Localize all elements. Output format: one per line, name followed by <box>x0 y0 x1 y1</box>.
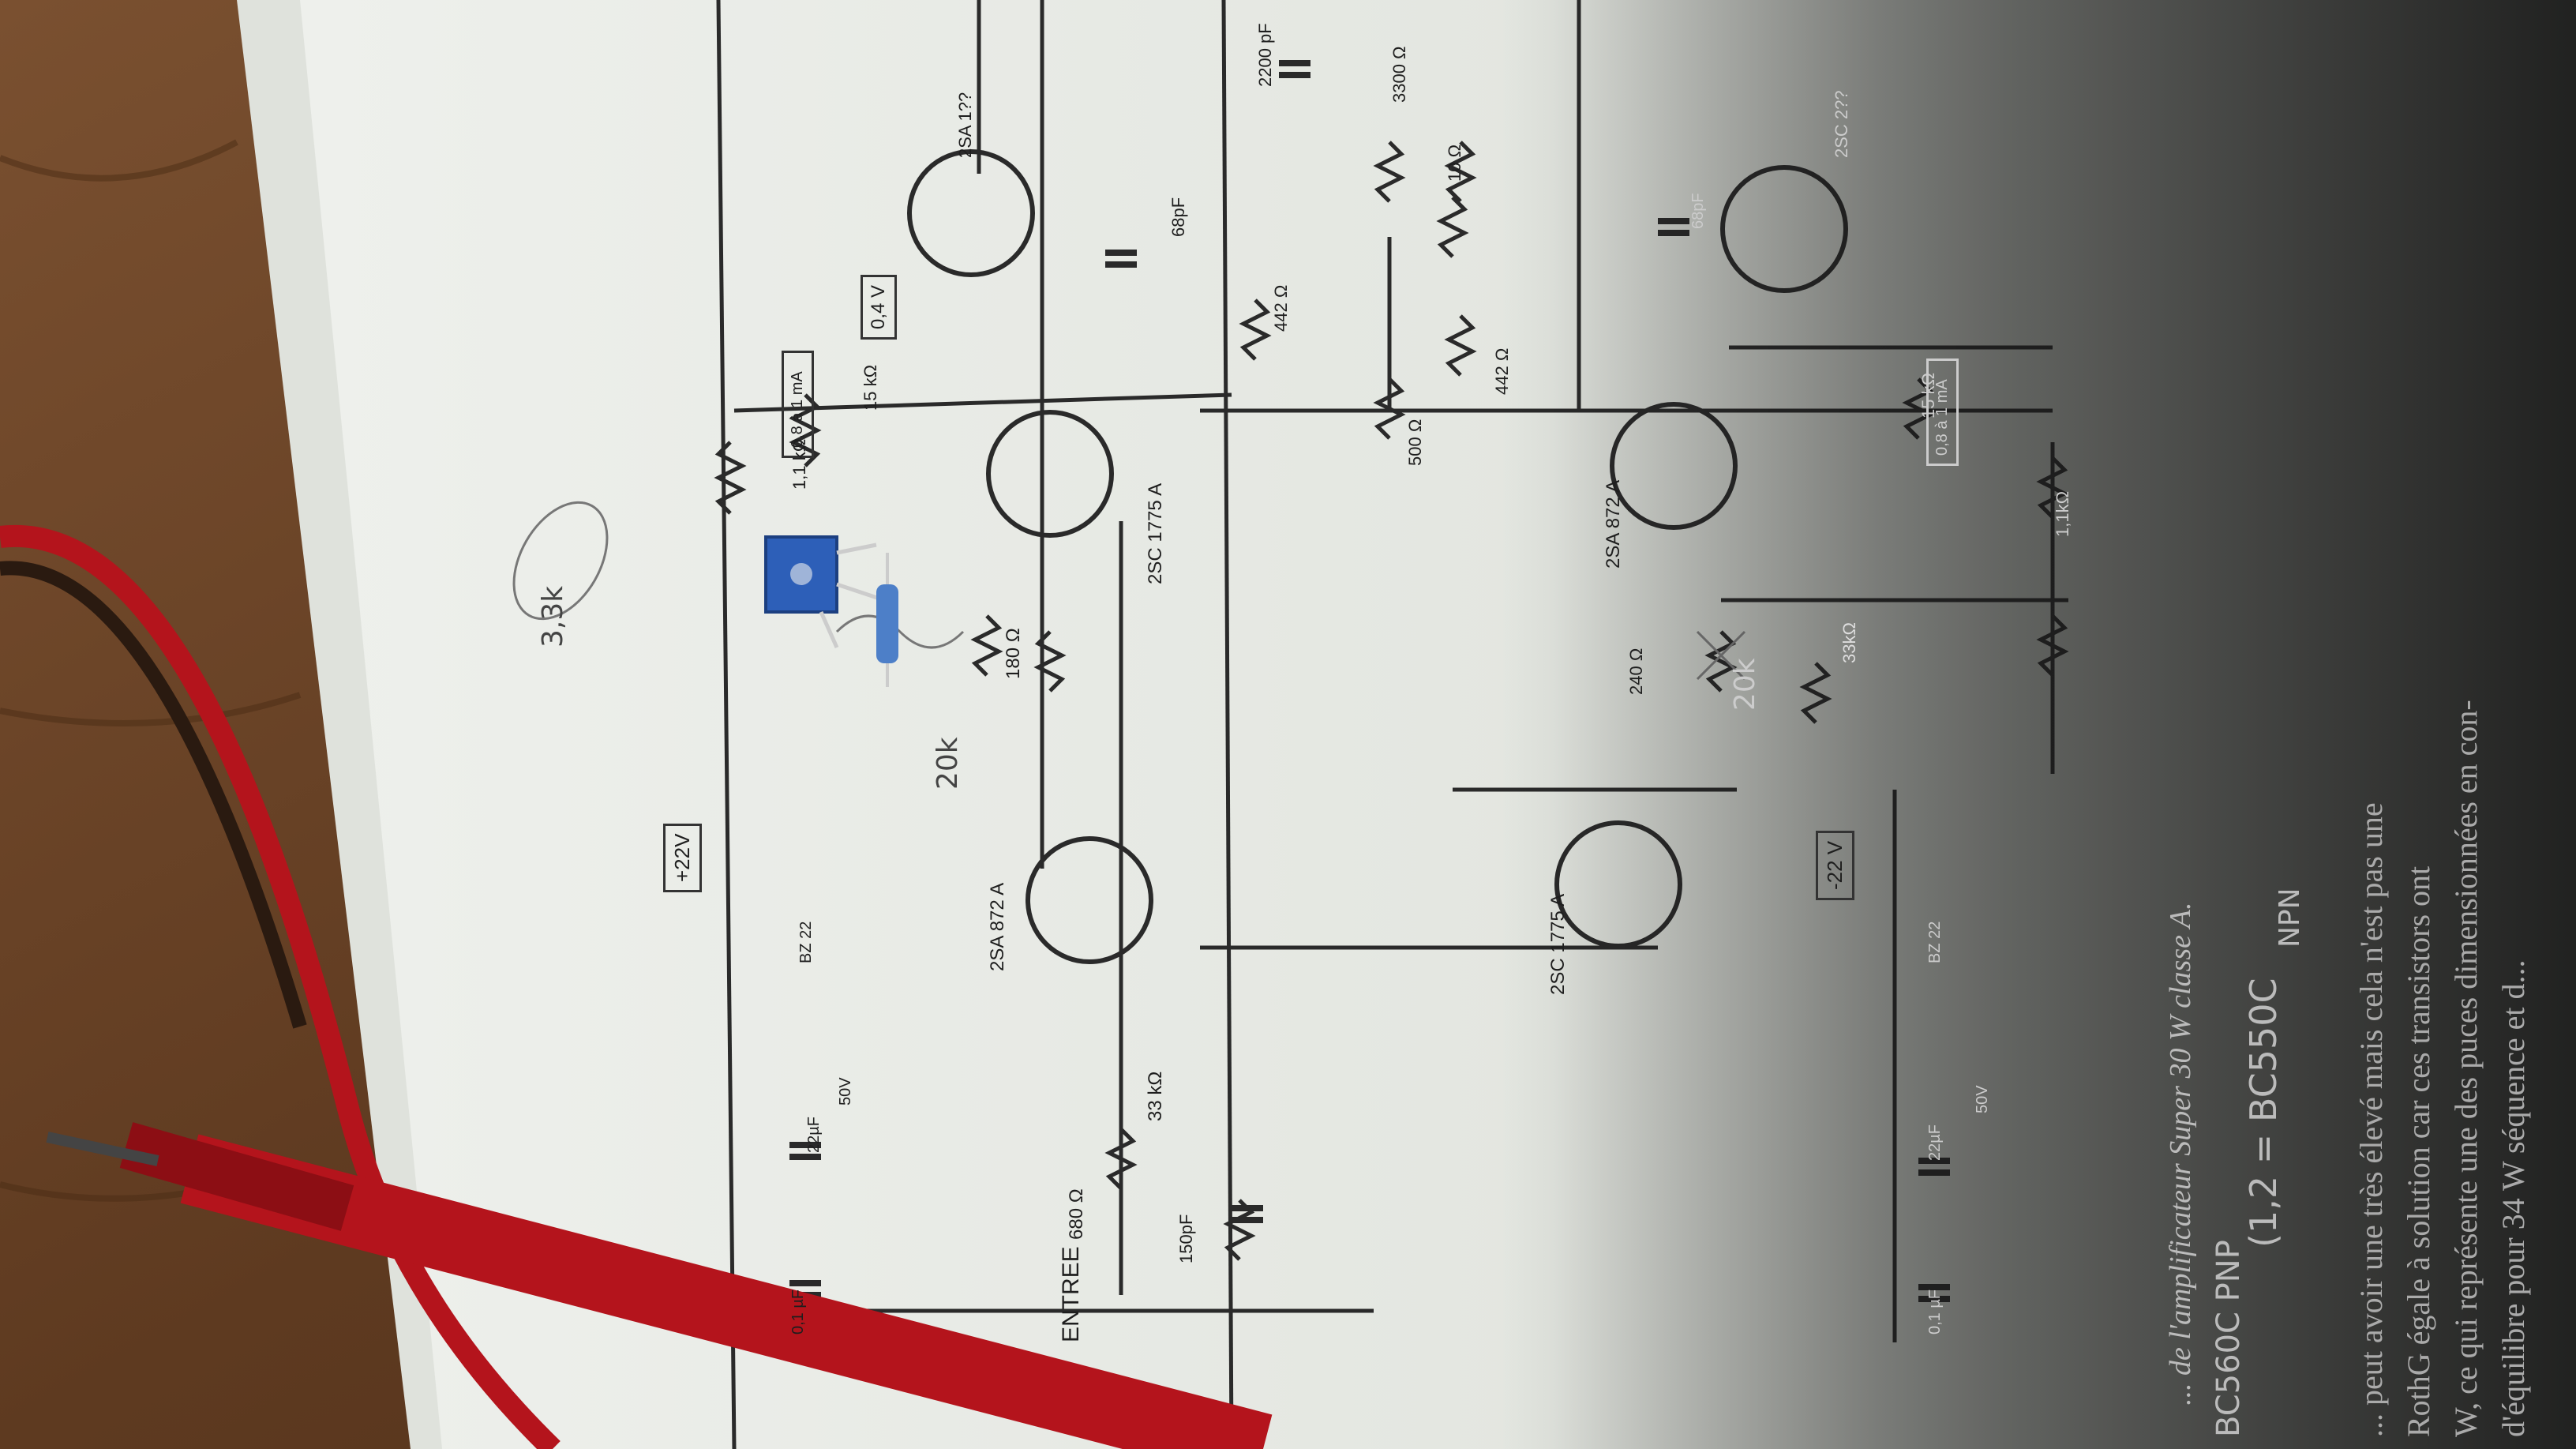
label-pot-500: 500 Ω <box>1405 419 1425 466</box>
article-line-3: W, ce qui représente une des puces dimen… <box>2448 700 2484 1437</box>
label-supply-pos: +22V <box>663 823 702 892</box>
handwritten-note-3-3k: 3,3k <box>537 585 569 648</box>
trimmer-potentiometer <box>764 535 885 649</box>
handwritten-marks <box>512 501 1746 681</box>
label-c-2200p: 2200 pF <box>1255 23 1275 87</box>
label-c-01-b: 0,1 µF <box>1926 1289 1944 1335</box>
label-r-442b: 442 Ω <box>1492 347 1512 395</box>
handwritten-note-bc550c: (1,2 = BC550C <box>2242 978 2285 1248</box>
label-r-240: 240 Ω <box>1626 648 1646 695</box>
handwritten-note-20k-b: 20k <box>1729 658 1761 711</box>
multimeter-probe <box>0 524 1273 1449</box>
label-r-15k: 15 kΩ <box>861 364 880 411</box>
label-r-1-1k-b: 1,1kΩ <box>2053 490 2072 537</box>
label-transistor-q1: 2SA 872 A <box>987 882 1008 971</box>
resistor-symbols <box>714 141 2069 1261</box>
label-v-50-b: 50V <box>1974 1085 1991 1113</box>
transistor-symbols <box>907 149 1848 964</box>
label-r-442: 442 Ω <box>1271 284 1291 332</box>
label-supply-neg: -22 V <box>1816 830 1854 900</box>
label-r-180: 180 Ω <box>1003 628 1024 679</box>
label-transistor-q2: 2SC 1775 A <box>1145 482 1166 584</box>
label-r-15k-b: 15 kΩ <box>1918 372 1938 419</box>
handwritten-note-20k-a: 20k <box>932 737 964 790</box>
handwritten-note-bc560c: BC560C PNP <box>2210 1240 2247 1437</box>
label-c-22u-b: 22µF <box>1926 1124 1944 1161</box>
label-c-68p-b: 68pF <box>1689 193 1707 229</box>
label-r-3300: 3300 Ω <box>1389 46 1409 103</box>
label-voltage-box: 0,4 V <box>861 274 897 340</box>
label-v-50-a: 50V <box>837 1077 854 1106</box>
label-r-in: 680 Ω <box>1066 1188 1087 1240</box>
label-c-22u-a: 22µF <box>805 1117 823 1153</box>
resistor-component <box>876 553 898 687</box>
label-transistor-q3: 2SC 1775 A <box>1547 893 1569 995</box>
caption: ... de l'amplificateur Super 30 W classe… <box>2164 902 2197 1406</box>
label-r-33k-b: 33kΩ <box>1839 622 1859 663</box>
label-c-68p: 68pF <box>1168 197 1188 237</box>
label-c-150p: 150pF <box>1176 1214 1196 1263</box>
label-zener-b: BZ 22 <box>1926 921 1944 963</box>
label-input: ENTREE <box>1058 1246 1084 1342</box>
label-transistor-q6: 2SC 2?? <box>1832 90 1851 158</box>
label-r-33k: 33 kΩ <box>1145 1071 1166 1121</box>
label-zener-a: BZ 22 <box>797 921 815 963</box>
handwritten-note-npn: NPN <box>2274 888 2306 948</box>
label-c-01-a: 0,1 µF <box>789 1289 807 1335</box>
paper-sheet <box>300 0 2576 1449</box>
label-r-1-1k: 1,1 kΩ <box>789 438 809 490</box>
article-line-2: RothG égale à solution car ces transisto… <box>2401 865 2436 1437</box>
label-r-10: 10 Ω <box>1445 144 1464 182</box>
label-transistor-q4: 2SA 872 A <box>1603 479 1624 569</box>
article-line-1: ... peut avoir une très élevé mais cela … <box>2353 802 2389 1437</box>
article-line-4: d'équilibre pour 34 W séquence et d... <box>2495 959 2531 1437</box>
label-transistor-q5: 2SA 1?? <box>955 92 975 158</box>
capacitor-symbols <box>789 60 1950 1302</box>
